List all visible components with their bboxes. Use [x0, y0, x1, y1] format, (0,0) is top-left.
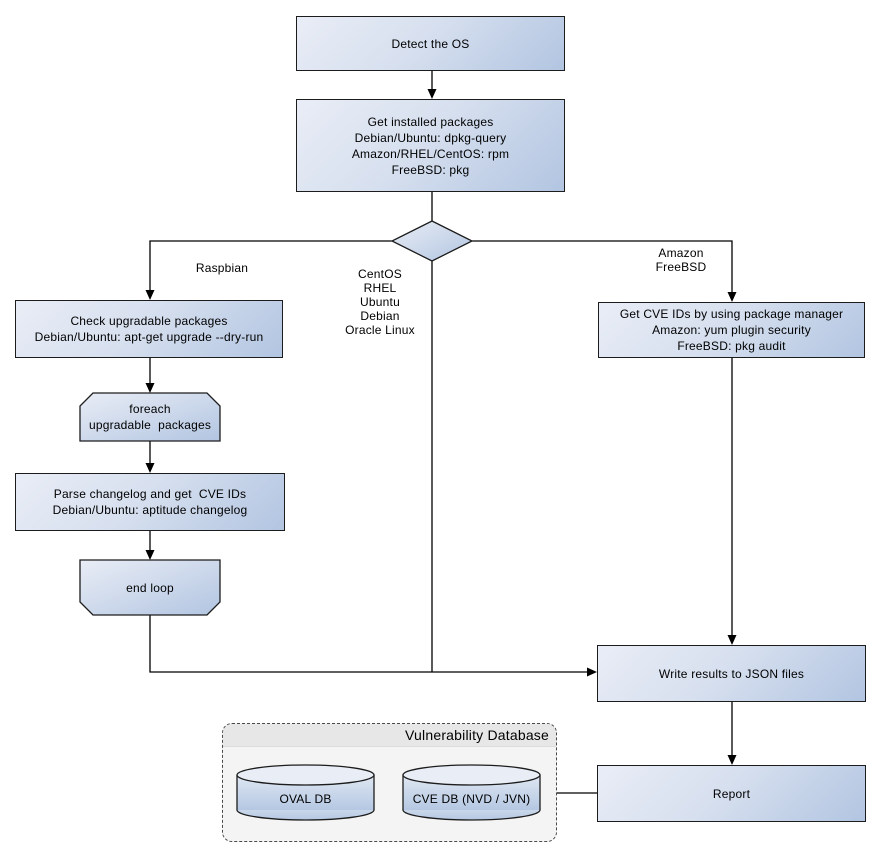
database-cylinder-icon: [402, 764, 541, 821]
node-cve-db: CVE DB (NVD / JVN): [402, 764, 541, 821]
node-oval-db: OVAL DB: [236, 764, 375, 821]
arrowhead: [587, 667, 597, 677]
node-parse-changelog-label: Parse changelog and get CVE IDs Debian/U…: [52, 487, 248, 517]
node-get-installed-packages: Get installed packages Debian/Ubuntu: dp…: [296, 99, 565, 192]
loop-end-icon: [79, 559, 221, 616]
node-detect-os: Detect the OS: [296, 16, 565, 71]
node-end-loop-label: end loop: [126, 580, 174, 595]
arrowhead: [427, 89, 437, 99]
decision-diamond-icon: [390, 220, 474, 262]
edge-label-raspbian: Raspbian: [195, 261, 249, 275]
node-end-loop: end loop: [79, 559, 221, 616]
node-report: Report: [597, 765, 866, 822]
node-check-upgradable: Check upgradable packages Debian/Ubuntu:…: [15, 300, 283, 358]
node-get-cve-ids-label: Get CVE IDs by using package manager Ama…: [619, 307, 844, 353]
node-oval-db-label: OVAL DB: [279, 791, 332, 806]
node-cve-db-label: CVE DB (NVD / JVN): [412, 791, 531, 806]
arrowhead: [727, 755, 737, 765]
arrowhead: [727, 292, 737, 302]
node-report-label: Report: [712, 786, 751, 801]
loop-begin-icon: [79, 392, 221, 442]
node-write-results: Write results to JSON files: [597, 645, 866, 702]
edge-endloop-to-write-results: [149, 615, 588, 673]
node-os-decision-diamond: [390, 220, 474, 262]
node-get-installed-packages-label: Get installed packages Debian/Ubuntu: dp…: [351, 114, 510, 177]
arrowhead: [145, 290, 155, 300]
arrowhead: [145, 463, 155, 473]
node-check-upgradable-label: Check upgradable packages Debian/Ubuntu:…: [34, 314, 264, 344]
node-foreach-loop-label: foreach upgradable packages: [88, 402, 212, 432]
node-foreach-loop: foreach upgradable packages: [79, 392, 221, 442]
node-detect-os-label: Detect the OS: [391, 36, 470, 51]
node-parse-changelog: Parse changelog and get CVE IDs Debian/U…: [15, 473, 285, 531]
node-get-cve-ids: Get CVE IDs by using package manager Ama…: [598, 302, 865, 358]
database-cylinder-icon: [236, 764, 375, 821]
vulnerability-database-title: Vulnerability Database: [405, 727, 549, 743]
edge-label-rpm-deb-family: CentOS RHEL Ubuntu Debian Oracle Linux: [345, 267, 415, 337]
node-write-results-label: Write results to JSON files: [658, 666, 805, 681]
vulnerability-database-header: Vulnerability Database: [223, 724, 556, 747]
arrowhead: [727, 635, 737, 645]
edge-label-amazon-freebsd: Amazon FreeBSD: [655, 246, 707, 274]
